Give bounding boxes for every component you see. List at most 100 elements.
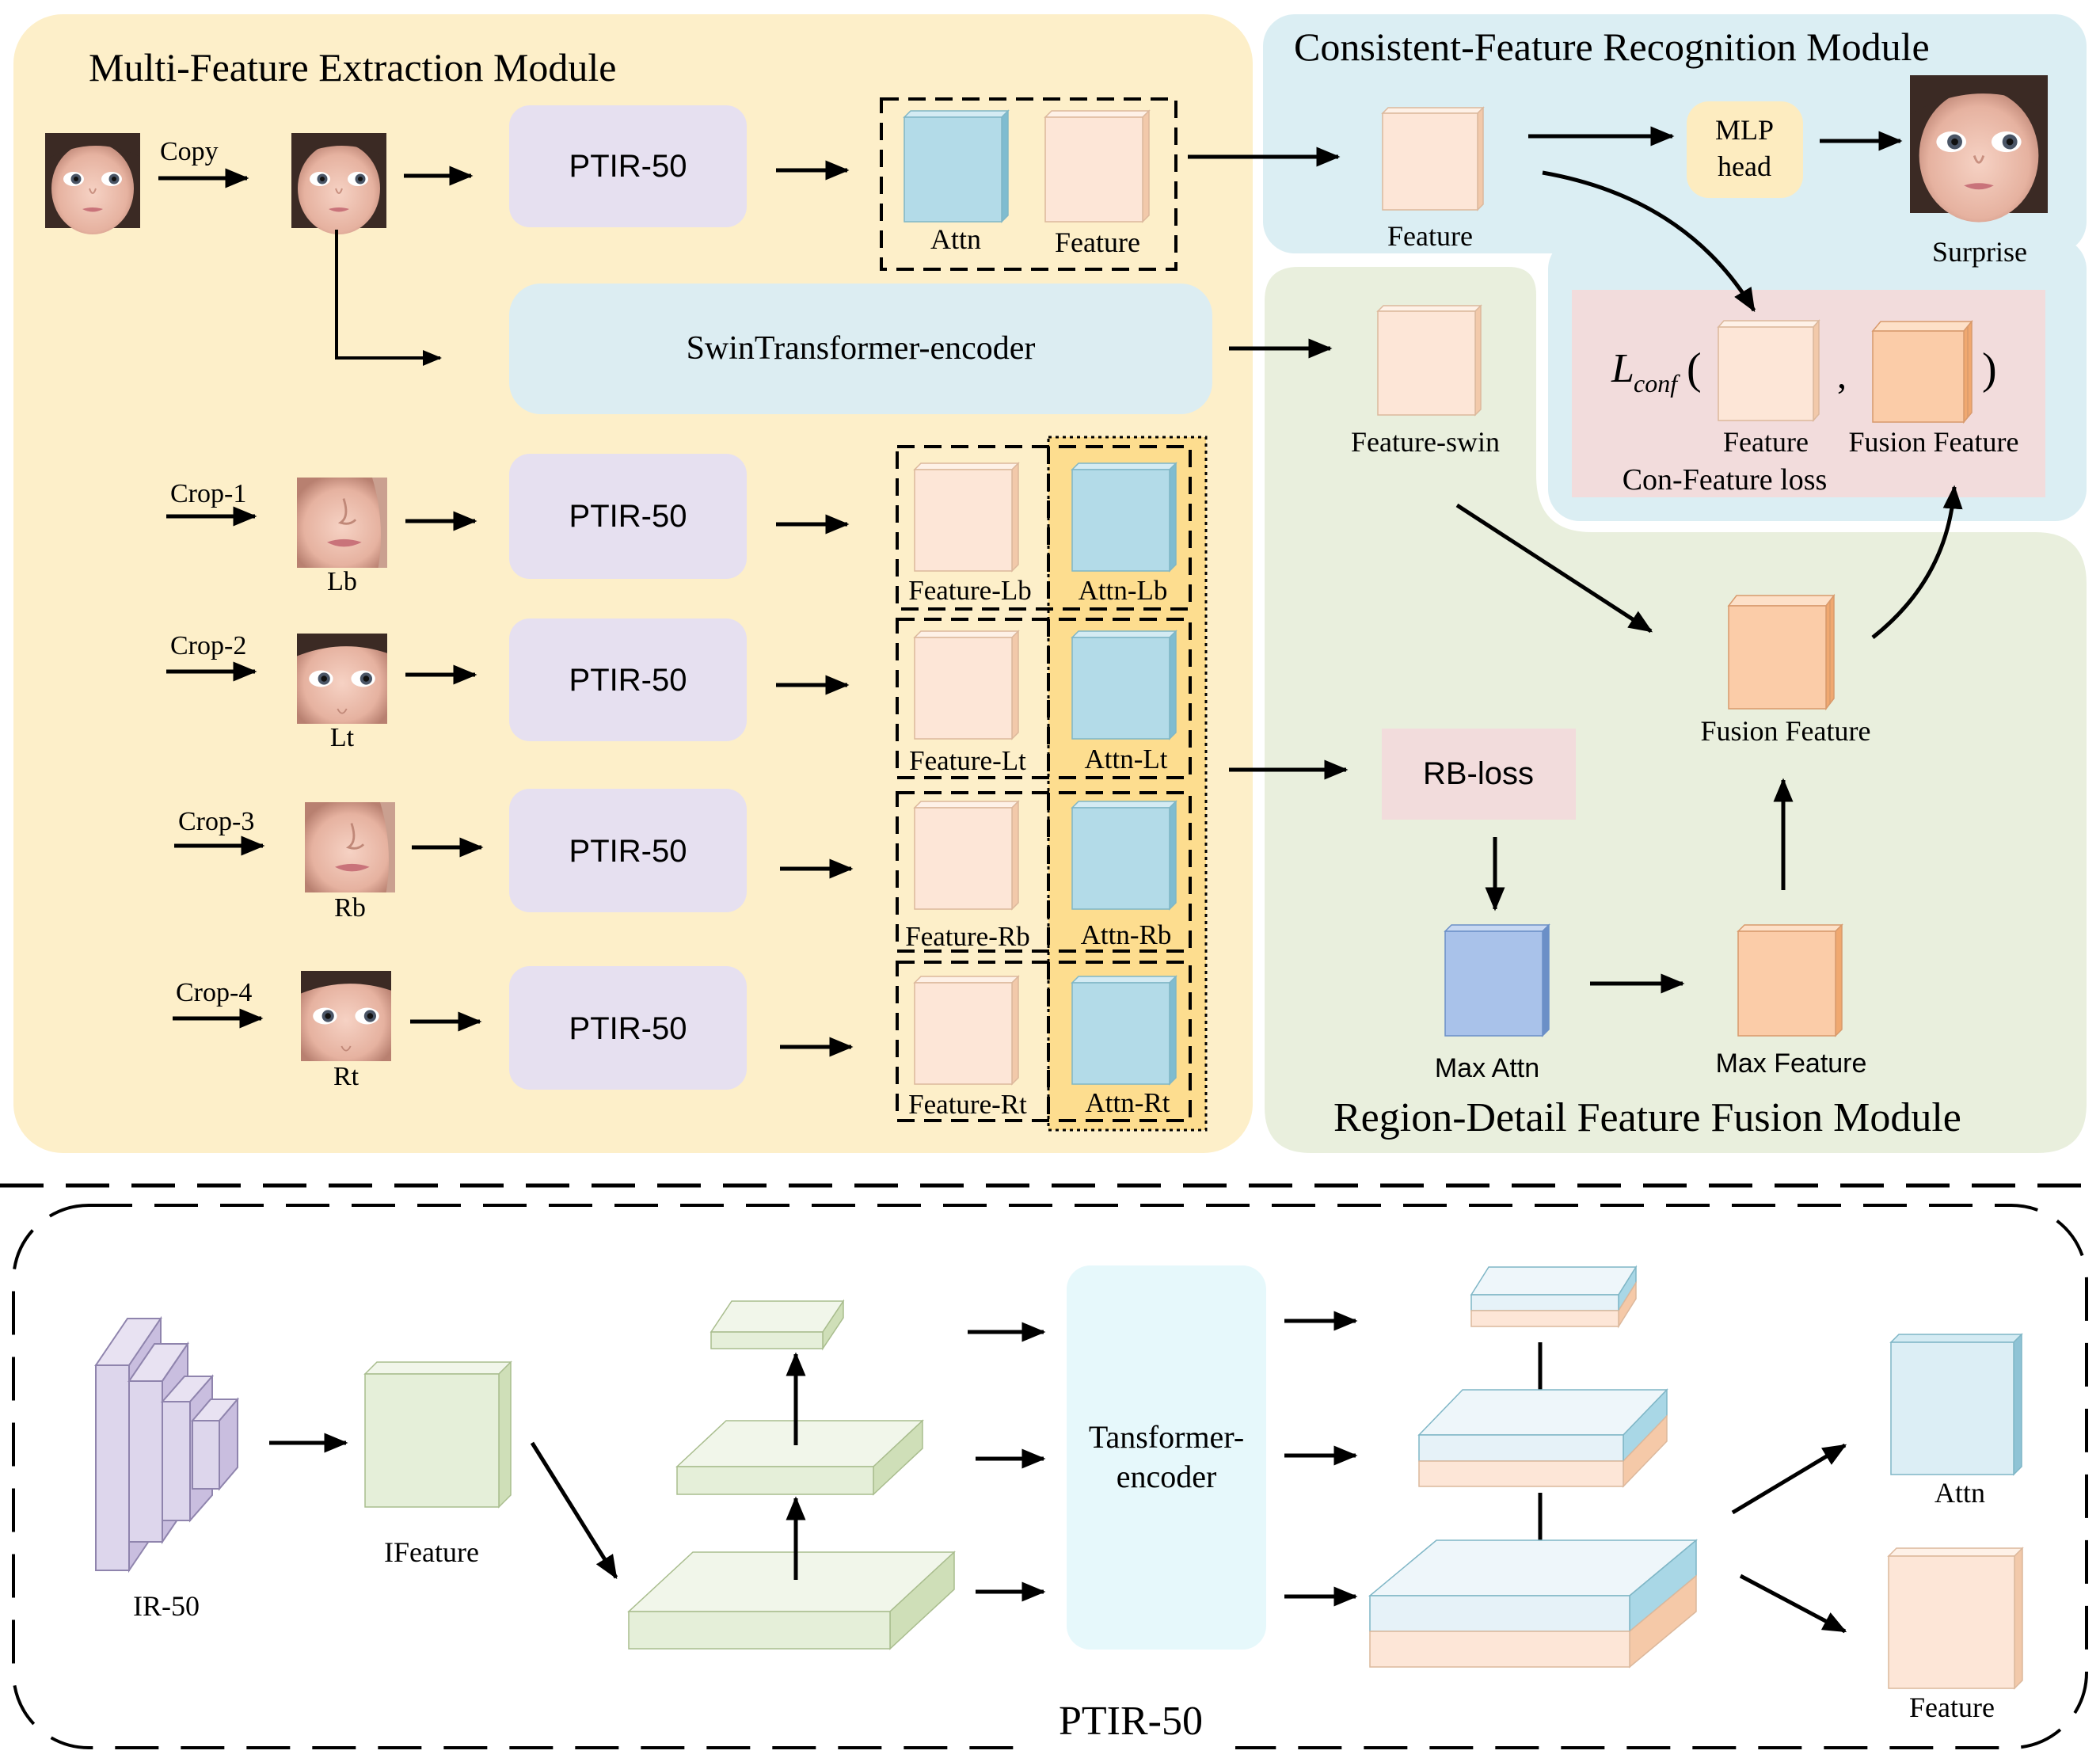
attn-rt-cube [1071,975,1177,1086]
loss-fusion-cube [1871,319,1973,424]
copy-label: Copy [160,137,219,166]
main-attn-label: Attn [930,223,981,255]
feature-lb-cube [913,462,1020,573]
ptir-box-rt [509,966,747,1090]
swin-encoder-label: SwinTransformer-encoder [687,330,1036,367]
ptir-box-lt [509,618,747,741]
attn-lt-label: Attn-Lt [1085,744,1168,774]
attn-rb-cube [1071,800,1177,911]
loss-open-paren: ( [1687,344,1702,394]
rb-loss-box [1382,729,1576,820]
attn-lb-label: Attn-Lb [1079,575,1168,606]
main-feature-cube [1044,109,1151,223]
feature-rt-cube [913,975,1020,1086]
recognition-module-title: Consistent-Feature Recognition Module [1294,25,1930,69]
ptir-label-lt: PTIR-50 [569,663,687,698]
crop-4-label: Crop-4 [176,978,252,1007]
lb-output-group [896,445,1192,611]
ptir-attn-cube [1889,1333,2023,1476]
layered-slab-3 [1368,1539,1699,1669]
loss-feature-label: Feature [1723,426,1809,458]
ifeature-cube [363,1361,512,1509]
pyramid-level-2 [675,1419,924,1496]
output-face-image [1908,74,2049,224]
attn-lt-cube [1071,630,1177,740]
extraction-module-title: Multi-Feature Extraction Module [89,45,617,89]
attn-rb-label: Attn-Rb [1081,919,1172,950]
attn-dotted-group [1047,436,1208,1132]
ptir-detail-frame [12,1204,2088,1749]
max-attn-label: Max Attn [1435,1053,1539,1083]
pyramid-level-3 [710,1299,845,1351]
loss-fusion-label: Fusion Feature [1849,426,2019,458]
feature-swin-cube [1376,304,1482,417]
ptir-feature-label: Feature [1909,1692,1995,1723]
input-face-image [44,132,141,235]
crop-rb-image [303,801,397,894]
loss-comma: , [1837,355,1847,397]
crop-3-label: Crop-3 [178,807,254,836]
mlp-head-label: head [1718,150,1771,182]
rb-loss-label: RB-loss [1423,756,1534,791]
main-feature-label: Feature [1055,226,1140,258]
feature-to-loss-arrow [1542,170,1756,313]
ir50-backbone [94,1315,240,1574]
ptir-label-main: PTIR-50 [569,149,687,184]
fusion-to-loss-arrow [1871,485,1963,639]
crop-1-label: Crop-1 [170,479,246,508]
recognition-feature-label: Feature [1387,220,1473,252]
rb-output-group [896,791,1192,953]
feature-lb-label: Feature-Lb [908,575,1031,606]
ptir-feature-cube [1887,1547,2024,1690]
crop-lt-region-label: Lt [330,723,355,752]
ptir-title-bg [1029,1699,1235,1754]
crop-row-lt: Crop-2 Lt PTIR-50 Feature-Lt Attn-Lt [166,618,1192,779]
feature-lt-cube [913,630,1020,740]
ptir-box-main [509,105,747,227]
crop-row-rb: Crop-3 Rb PTIR-50 Feature-Rb Attn-Rb [174,789,1192,953]
recognition-feature-cube [1381,106,1485,211]
crop-lt-image [296,633,388,725]
ir50-label: IR-50 [133,1590,200,1622]
crop-rt-region-label: Rt [333,1062,360,1091]
ptir-box-rb [509,789,747,912]
main-attn-cube [903,109,1010,223]
mlp-head-box [1687,101,1803,198]
ptir-label-lb: PTIR-50 [569,499,687,534]
transformer-encoder-box [1067,1265,1266,1650]
layered-slab-1 [1470,1265,1638,1329]
max-attn-cube [1444,923,1550,1037]
crop-2-label: Crop-2 [170,631,246,660]
ifeature-to-pyramid-arrow [530,1441,618,1580]
rt-output-group [896,961,1192,1122]
attn-rt-label: Attn-Rt [1086,1087,1170,1118]
feature-rb-label: Feature-Rb [905,921,1029,952]
crop-rt-image [300,970,392,1062]
ptir-attn-label: Attn [1935,1477,1985,1509]
copied-face-image [291,132,387,235]
ifeature-label: IFeature [384,1536,479,1568]
fusion-module-title: Region-Detail Feature Fusion Module [1333,1095,1961,1140]
lt-output-group [896,618,1192,779]
crop-row-rt: Crop-4 Rt PTIR-50 Feature-Rt Attn-Rt [173,961,1192,1122]
swin-encoder-box [509,284,1212,414]
fusion-feature-cube [1727,593,1836,711]
to-attn-arrow [1731,1443,1847,1515]
layered-slab-2 [1417,1388,1668,1488]
crop-lb-image [295,476,389,569]
ptir-label-rt: PTIR-50 [569,1011,687,1046]
transformer-label-1: Tansformer- [1089,1419,1244,1455]
feature-rb-cube [913,800,1020,911]
ptir-detail-title: PTIR-50 [1059,1699,1203,1744]
pyramid-level-1 [627,1551,956,1650]
to-swin-connector [335,230,442,366]
con-feature-loss-label: Con-Feature loss [1623,463,1828,497]
loss-feature-cube [1717,319,1820,422]
max-feature-cube [1737,923,1843,1037]
feature-lt-label: Feature-Lt [909,745,1026,776]
swin-to-fusion-arrow [1455,503,1653,634]
feature-swin-label: Feature-swin [1351,426,1500,458]
max-feature-label: Max Feature [1716,1048,1867,1079]
loss-symbol: L [1611,346,1634,391]
crop-lb-region-label: Lb [327,567,357,596]
